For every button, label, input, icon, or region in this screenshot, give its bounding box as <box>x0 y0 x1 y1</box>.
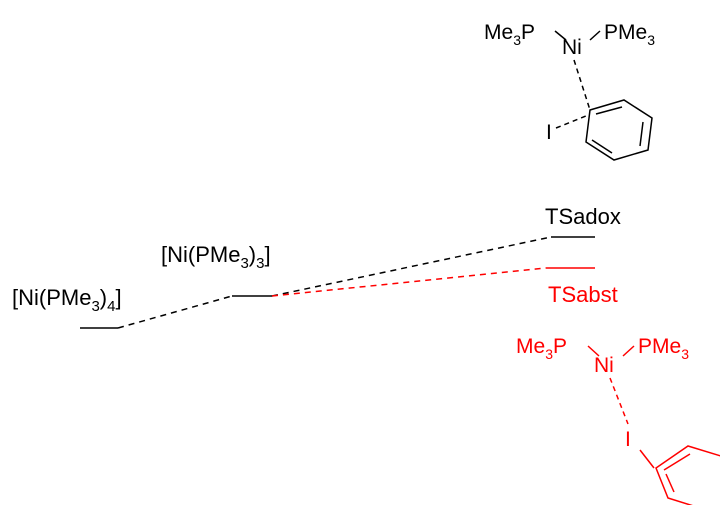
abst-ring-double-1 <box>663 453 691 471</box>
adox-ring-double-3 <box>591 139 613 154</box>
adox-iodine: I <box>546 121 552 144</box>
abst-bond-p-ni-left <box>587 345 600 357</box>
connector-ni3-ts-abst <box>271 267 547 297</box>
abst-benzene-ring <box>655 445 720 505</box>
adox-ring-double-2 <box>639 121 644 147</box>
abst-ligand-right: PMe3 <box>638 335 689 362</box>
label-ts-adox: TSadox <box>545 204 621 229</box>
abst-dashed-ni-i <box>609 377 629 425</box>
adox-benzene-ring <box>585 99 653 161</box>
adox-metal: Ni <box>562 36 582 59</box>
abst-ligand-left: Me3P <box>516 335 567 362</box>
adox-dashed-i-c <box>555 115 587 129</box>
abst-bond-ni-p-right <box>622 345 635 357</box>
connector-ni4-ni3 <box>117 295 233 329</box>
adox-ring-double-1 <box>595 106 623 115</box>
connector-ni3-ts-adox <box>271 236 552 297</box>
adox-ligand-left: Me3P <box>484 21 535 48</box>
label-ts-abst: TSabst <box>548 282 618 307</box>
adox-bond-ni-p-right <box>589 30 601 41</box>
abst-iodine: I <box>625 428 631 451</box>
label-ni3: [Ni(PMe3)3] <box>161 242 271 272</box>
adox-structure: Me3P Ni PMe3 I <box>484 21 655 161</box>
abst-metal: Ni <box>594 354 614 377</box>
adox-dashed-ni-arene <box>573 59 591 111</box>
abst-structure: Me3P Ni PMe3 I <box>516 335 720 505</box>
adox-bond-p-ni-left <box>554 30 567 41</box>
label-ni4: [Ni(PMe3)4] <box>12 285 122 315</box>
adox-ligand-right: PMe3 <box>604 21 655 48</box>
abst-bond-i-c <box>639 449 655 469</box>
abst-ring-double-2 <box>665 473 675 493</box>
